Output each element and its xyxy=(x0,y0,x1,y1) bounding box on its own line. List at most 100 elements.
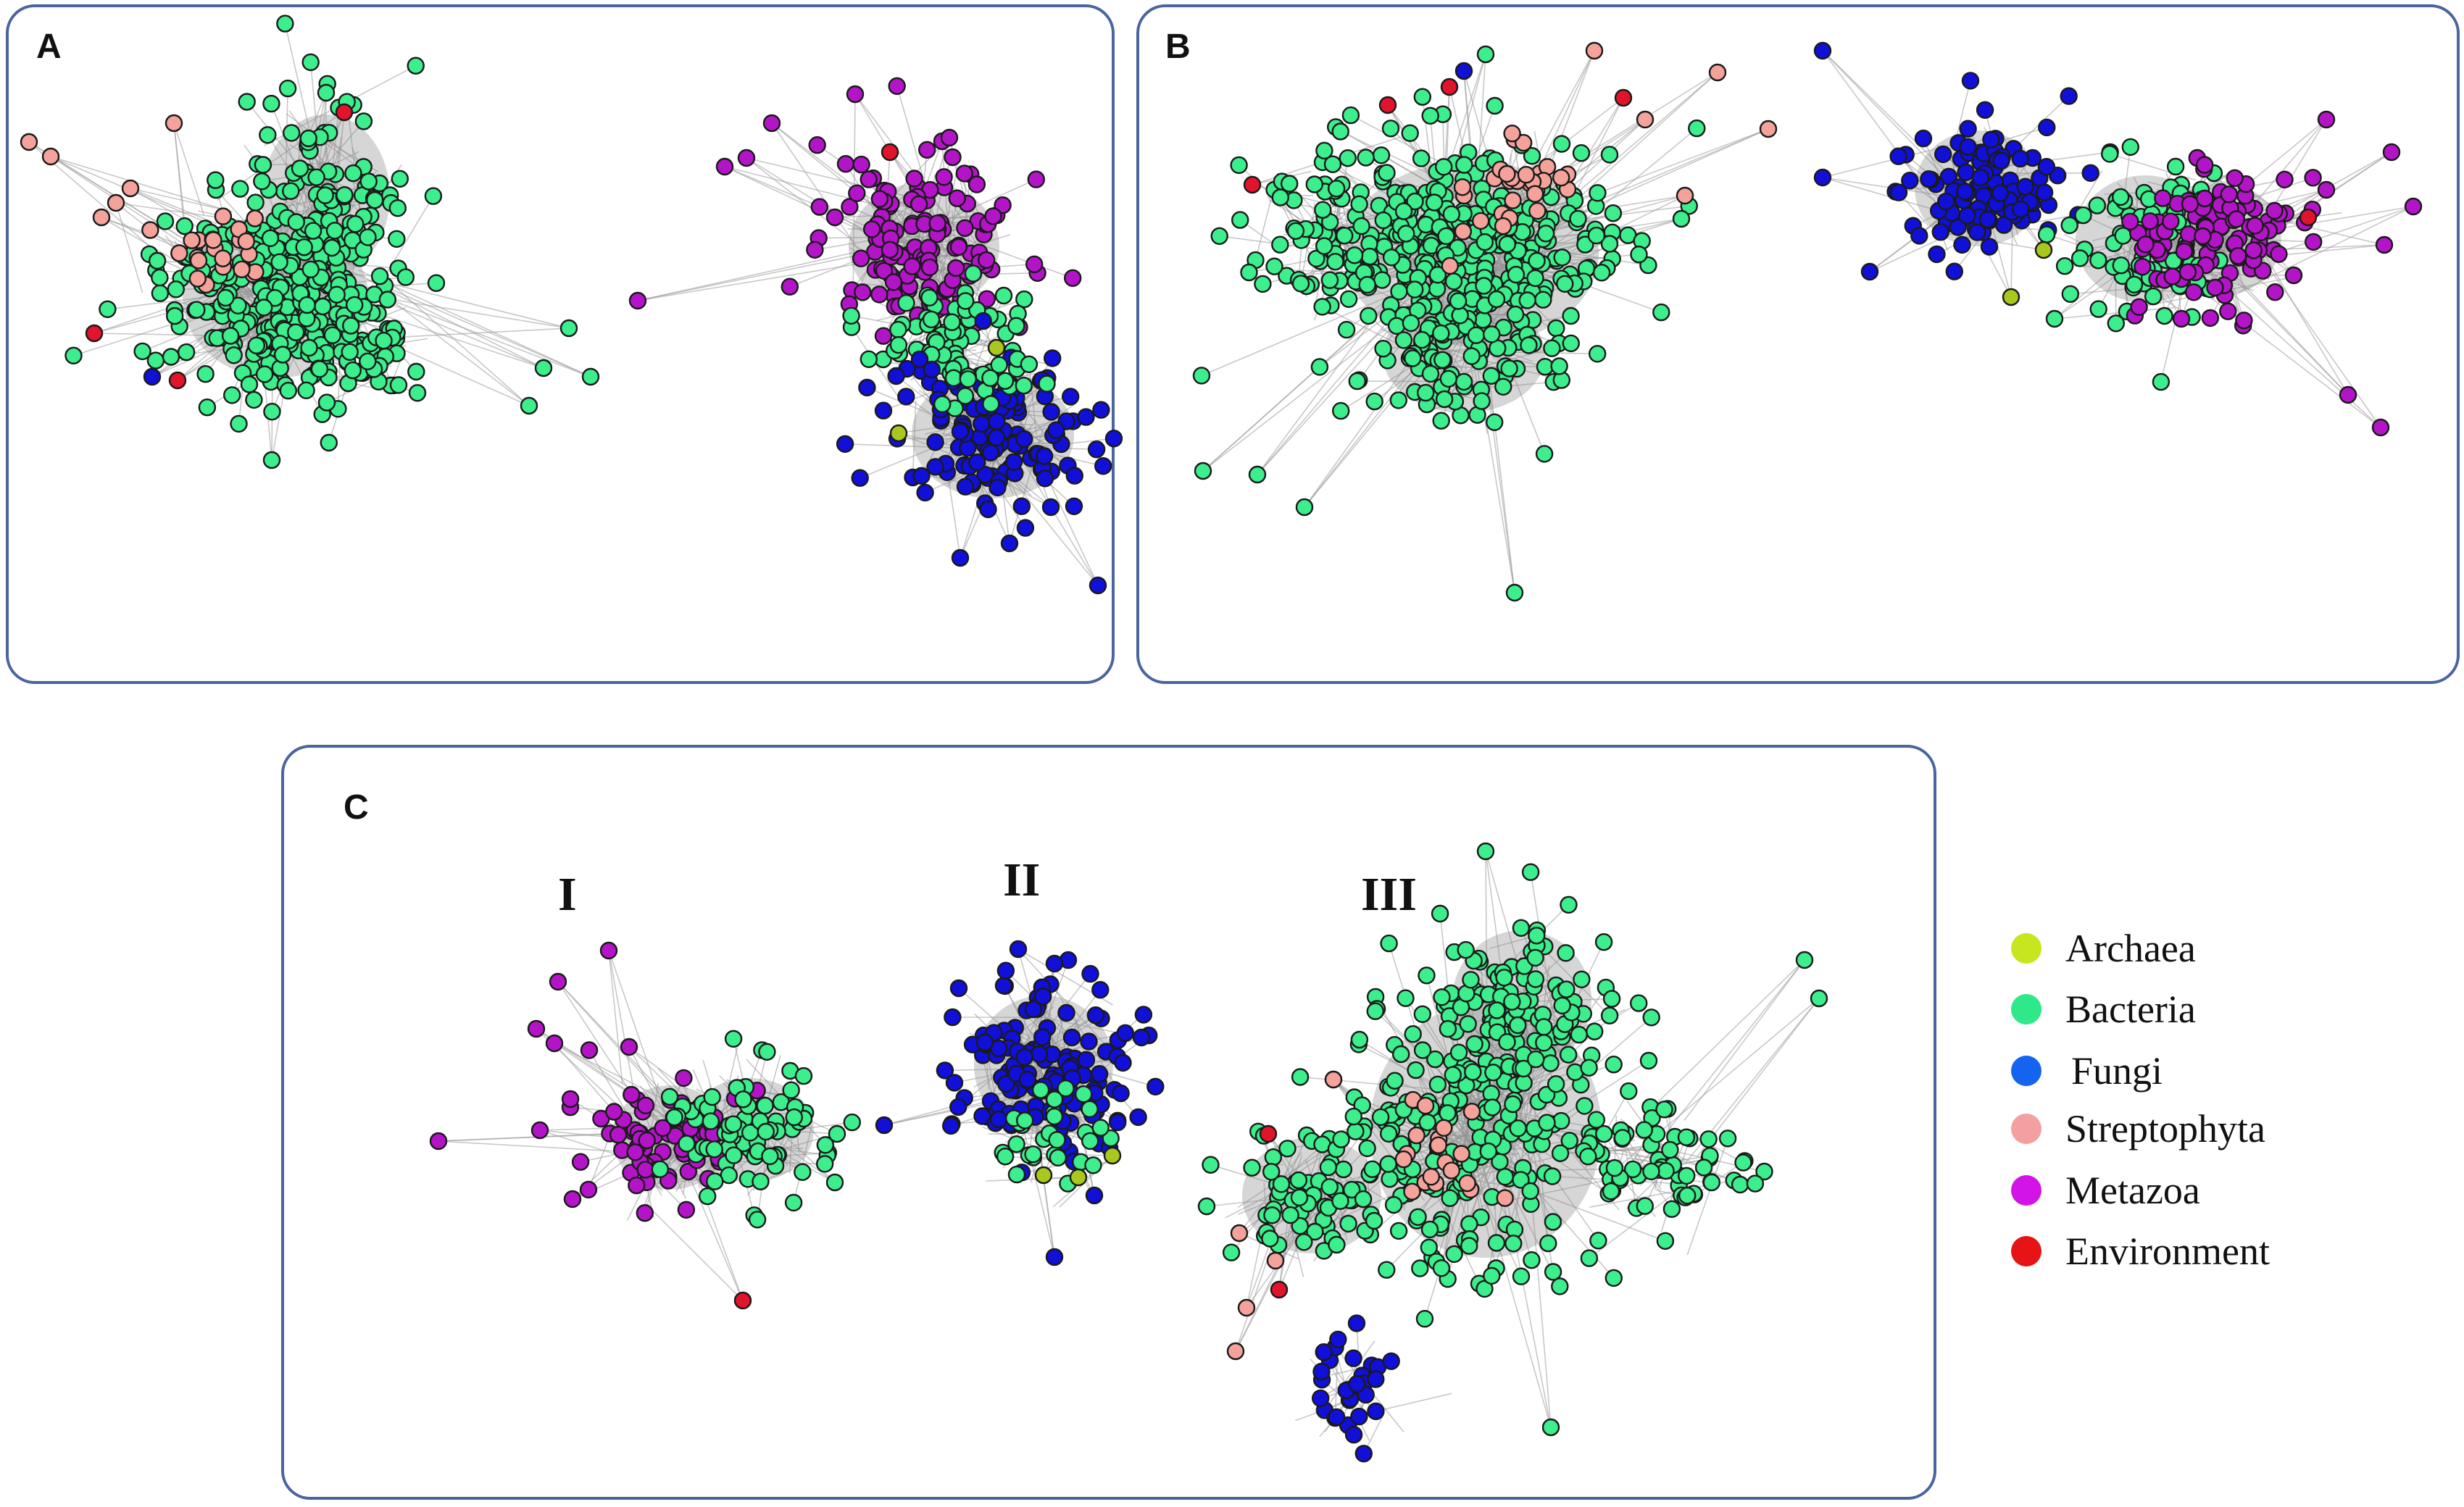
panel-a: A xyxy=(6,4,1123,684)
node-bacteria xyxy=(1386,1072,1404,1090)
node-bacteria xyxy=(1315,141,1333,160)
node-bacteria xyxy=(651,1160,669,1179)
node-metazoa xyxy=(920,258,939,277)
node-bacteria xyxy=(151,268,169,287)
node-bacteria xyxy=(1544,1263,1562,1281)
node-metazoa xyxy=(2304,169,2322,187)
node-fungi xyxy=(2011,149,2029,168)
node-metazoa xyxy=(579,1180,598,1199)
node-bacteria xyxy=(1202,1156,1220,1174)
node-fungi xyxy=(973,414,991,433)
network-edge xyxy=(371,284,530,406)
node-fungi xyxy=(1936,192,1955,211)
node-bacteria xyxy=(1570,1025,1589,1044)
node-bacteria xyxy=(1576,1097,1594,1115)
node-bacteria xyxy=(1457,940,1475,959)
node-fungi xyxy=(1982,130,2000,149)
node-bacteria xyxy=(1495,969,1513,987)
node-bacteria xyxy=(889,320,907,339)
node-metazoa xyxy=(949,238,968,256)
network-edge xyxy=(50,156,208,260)
node-bacteria xyxy=(167,280,186,299)
network-edge xyxy=(271,346,293,461)
node-fungi xyxy=(1061,388,1080,406)
node-fungi xyxy=(956,477,975,496)
node-fungi xyxy=(1146,1077,1165,1096)
node-bacteria xyxy=(1420,1220,1439,1239)
node-metazoa xyxy=(928,214,946,233)
node-bacteria xyxy=(1521,1182,1539,1201)
node-bacteria xyxy=(282,182,300,200)
node-fungi xyxy=(944,1008,962,1027)
node-bacteria xyxy=(270,253,288,271)
node-bacteria xyxy=(706,1172,724,1190)
node-metazoa xyxy=(636,1203,654,1222)
node-bacteria xyxy=(301,53,320,72)
node-metazoa xyxy=(910,195,928,214)
node-bacteria xyxy=(784,1193,803,1212)
node-fungi xyxy=(1957,163,1975,182)
node-metazoa xyxy=(825,208,844,227)
panel-a-network xyxy=(20,14,1123,595)
node-metazoa xyxy=(2136,235,2155,254)
node-bacteria xyxy=(1350,195,1368,213)
node-bacteria xyxy=(581,367,600,386)
node-metazoa xyxy=(781,277,799,296)
node-bacteria xyxy=(1460,1215,1478,1233)
node-environment xyxy=(1440,78,1459,96)
node-bacteria xyxy=(1550,357,1568,375)
node-metazoa xyxy=(946,259,965,277)
node-fungi xyxy=(1041,498,1060,517)
node-bacteria xyxy=(1433,988,1451,1006)
node-fungi xyxy=(1914,129,1933,148)
node-metazoa xyxy=(580,1041,599,1059)
node-fungi xyxy=(1057,1003,1075,1022)
node-bacteria xyxy=(1348,372,1367,391)
node-bacteria xyxy=(1496,1167,1515,1186)
node-metazoa xyxy=(905,170,923,188)
node-bacteria xyxy=(359,352,377,370)
node-bacteria xyxy=(756,1096,774,1115)
node-bacteria xyxy=(1291,275,1310,293)
network-edge xyxy=(365,278,544,369)
node-bacteria xyxy=(1459,1015,1477,1033)
node-metazoa xyxy=(628,1176,646,1195)
node-bacteria xyxy=(1374,340,1392,358)
node-fungi xyxy=(1065,497,1083,515)
node-bacteria xyxy=(1327,180,1346,198)
node-bacteria xyxy=(247,336,265,354)
node-bacteria xyxy=(1379,1124,1398,1143)
node-metazoa xyxy=(677,1201,696,1219)
node-bacteria xyxy=(1347,1122,1365,1140)
node-fungi xyxy=(1114,1053,1132,1072)
node-fungi xyxy=(2060,87,2078,105)
node-metazoa xyxy=(2219,302,2237,320)
node-fungi xyxy=(887,367,905,385)
node-environment xyxy=(1614,88,1633,107)
node-bacteria xyxy=(148,251,167,270)
node-bacteria xyxy=(1442,205,1461,223)
node-streptophyta xyxy=(188,270,207,288)
node-bacteria xyxy=(317,393,336,412)
node-bacteria xyxy=(1476,45,1495,64)
node-fungi xyxy=(1961,72,1980,90)
node-bacteria xyxy=(1371,1108,1390,1127)
node-fungi xyxy=(1036,469,1054,488)
node-bacteria xyxy=(2089,251,2107,270)
node-bacteria xyxy=(1432,324,1450,343)
node-metazoa xyxy=(2181,195,2199,213)
node-bacteria xyxy=(1339,1214,1357,1233)
node-fungi xyxy=(981,443,1000,462)
node-bacteria xyxy=(221,327,240,345)
node-bacteria xyxy=(758,1043,776,1061)
node-bacteria xyxy=(1526,970,1545,988)
node-bacteria xyxy=(1465,1035,1483,1053)
node-bacteria xyxy=(1534,291,1552,309)
node-bacteria xyxy=(262,451,281,469)
node-bacteria xyxy=(1081,1100,1099,1119)
panel-c: C I II III xyxy=(281,745,1936,1500)
node-metazoa xyxy=(2284,266,2303,285)
network-edge xyxy=(374,296,570,329)
node-bacteria xyxy=(785,1108,804,1127)
node-fungi xyxy=(1129,1108,1147,1127)
